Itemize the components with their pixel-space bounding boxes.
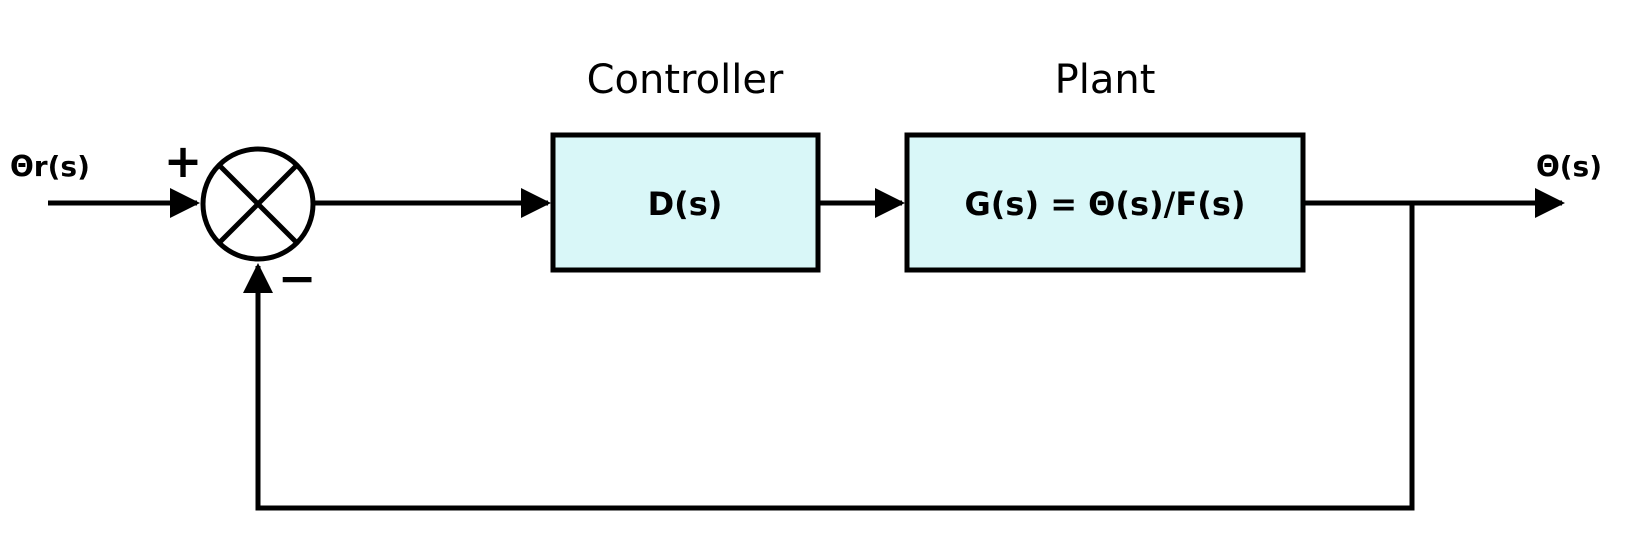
- controller-block: [550, 132, 821, 273]
- controller-title: Controller: [587, 57, 784, 103]
- controller-block-label: D(s): [648, 185, 723, 223]
- input-signal-label: Θr(s): [10, 150, 90, 183]
- output-signal-label: Θ(s): [1536, 150, 1602, 183]
- plant-block-label: G(s) = Θ(s)/F(s): [965, 185, 1246, 223]
- plus-sign-label: +: [164, 134, 203, 188]
- plant-block: [904, 132, 1306, 273]
- feedback-line: [243, 203, 1415, 511]
- plant-title: Plant: [1055, 57, 1156, 103]
- minus-sign-label: −: [278, 251, 317, 305]
- summing-junction-cross-line: [217, 163, 299, 245]
